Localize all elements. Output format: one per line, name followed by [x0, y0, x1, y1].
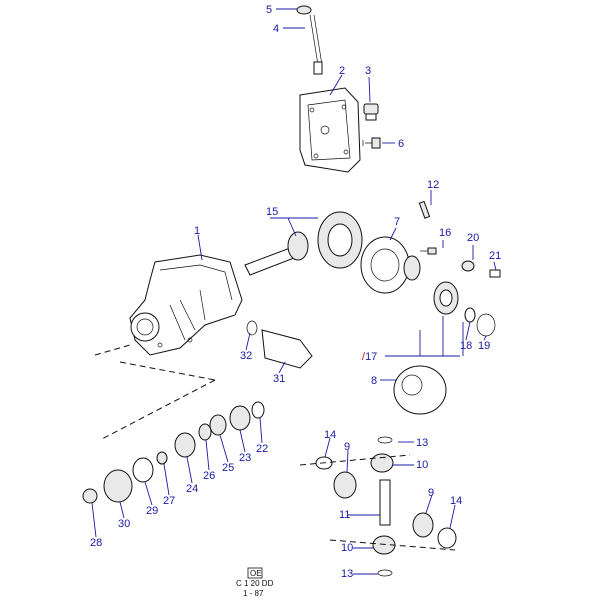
callout-13b: 13 [341, 568, 353, 580]
footer-date: 1 - 87 [243, 589, 264, 598]
lock-bolt [489, 269, 501, 278]
callout-8: 8 [371, 375, 377, 387]
callout-31: 31 [273, 373, 285, 385]
bearing-stack [82, 401, 265, 504]
callout-14b: 14 [450, 495, 462, 507]
differential-case [360, 236, 421, 294]
breather-tube [309, 14, 323, 75]
shim [418, 200, 431, 219]
callout-22: 22 [256, 443, 268, 455]
spacer-ring [464, 307, 476, 323]
axle-housing [129, 254, 243, 356]
drive-pinion [244, 231, 309, 276]
side-gear-assembly [299, 436, 457, 577]
o-ring [476, 313, 496, 337]
callout-30: 30 [118, 518, 130, 530]
callout-13a: 13 [416, 437, 428, 449]
callout-4: 4 [273, 23, 279, 35]
leader-lines [91, 8, 497, 575]
callout-1: 1 [194, 225, 200, 237]
callout-18: 18 [460, 340, 472, 352]
case-bolt [420, 247, 437, 255]
callout-21: 21 [489, 250, 501, 262]
callout-9a: 9 [344, 441, 350, 453]
drawing-reference: OE C 1 20 DD 1 - 87 [236, 567, 274, 598]
callout-11: 11 [339, 509, 350, 521]
callout-3: 3 [365, 65, 371, 77]
footer-code: C 1 20 DD [236, 579, 274, 588]
callout-23: 23 [239, 452, 251, 464]
callout-19: 19 [478, 340, 490, 352]
callout-20: 20 [467, 232, 479, 244]
callout-32: 32 [240, 350, 252, 362]
breather-cap [296, 5, 312, 15]
footer-box-label: OE [250, 569, 262, 578]
callout-17: /17 [362, 351, 377, 363]
callout-2: 2 [339, 65, 345, 77]
filler-plug [363, 103, 379, 121]
callout-6: 6 [398, 138, 404, 150]
crown-wheel [317, 211, 363, 269]
callout-29: 29 [146, 505, 158, 517]
side-bearing [433, 281, 459, 315]
callout-16: 16 [439, 227, 451, 239]
callout-10a: 10 [416, 459, 428, 471]
callout-25: 25 [222, 462, 234, 474]
callout-28: 28 [90, 537, 102, 549]
callout-24: 24 [186, 483, 198, 495]
callout-14a: 14 [324, 429, 336, 441]
lock-tab [461, 260, 475, 272]
callout-10b: 10 [341, 542, 353, 554]
callout-9b: 9 [428, 487, 434, 499]
callout-5: 5 [266, 4, 272, 16]
snap-ring [246, 320, 258, 336]
rear-cover-plate [299, 87, 361, 173]
cover-bolt [362, 137, 381, 149]
callout-7: 7 [394, 216, 400, 228]
callout-26: 26 [203, 470, 215, 482]
callout-15: 15 [266, 206, 278, 218]
pinion-flange [261, 329, 313, 369]
callout-27: 27 [163, 495, 175, 507]
callout-12: 12 [427, 179, 439, 191]
differential-carrier [393, 365, 447, 415]
assembly-dashed-line [94, 344, 216, 441]
